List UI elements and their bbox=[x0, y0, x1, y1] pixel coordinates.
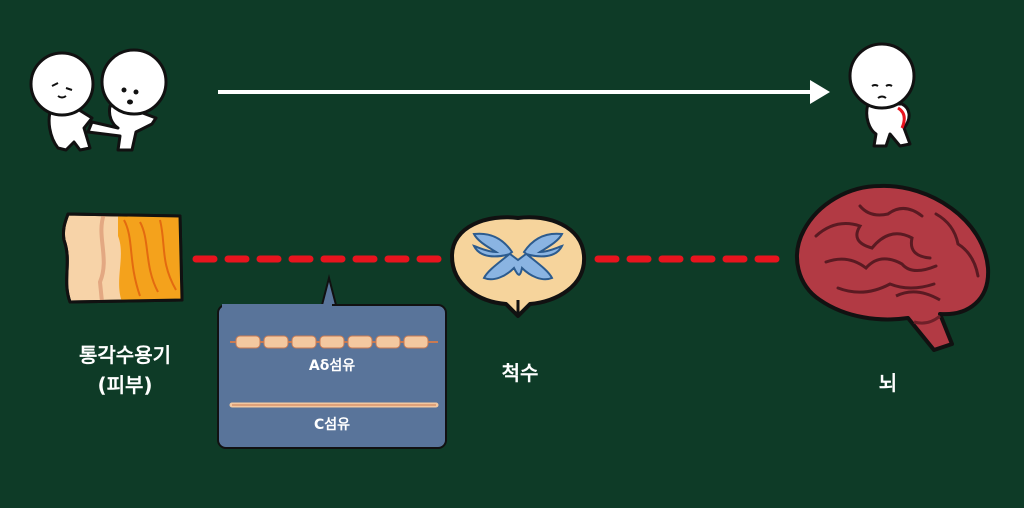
receptor-label: 통각수용기 (피부) bbox=[50, 340, 200, 400]
brain-icon bbox=[795, 183, 991, 352]
receptor-label-line1: 통각수용기 bbox=[79, 343, 171, 367]
receptor-label-line2: (피부) bbox=[97, 373, 153, 397]
a-delta-fiber-label: Aδ섬유 bbox=[308, 358, 356, 374]
hurt-character-illustration bbox=[848, 42, 916, 148]
spinal-cord-cross-section-icon bbox=[450, 215, 587, 318]
myelin-segment bbox=[235, 335, 261, 349]
time-arrow bbox=[218, 80, 830, 104]
myelin-segment bbox=[263, 335, 289, 349]
a-delta-fiber-graphic bbox=[230, 335, 438, 349]
myelin-segment bbox=[375, 335, 401, 349]
skin-block-icon bbox=[62, 212, 184, 304]
myelin-segment bbox=[347, 335, 373, 349]
myelin-segment bbox=[403, 335, 429, 349]
brain-label: 뇌 bbox=[878, 371, 898, 395]
myelin-segment bbox=[319, 335, 345, 349]
spinal-cord-label: 척수 bbox=[501, 361, 539, 385]
myelin-segment bbox=[291, 335, 317, 349]
kicking-characters-illustration bbox=[29, 48, 168, 152]
c-fiber-label: C섬유 bbox=[313, 417, 351, 433]
